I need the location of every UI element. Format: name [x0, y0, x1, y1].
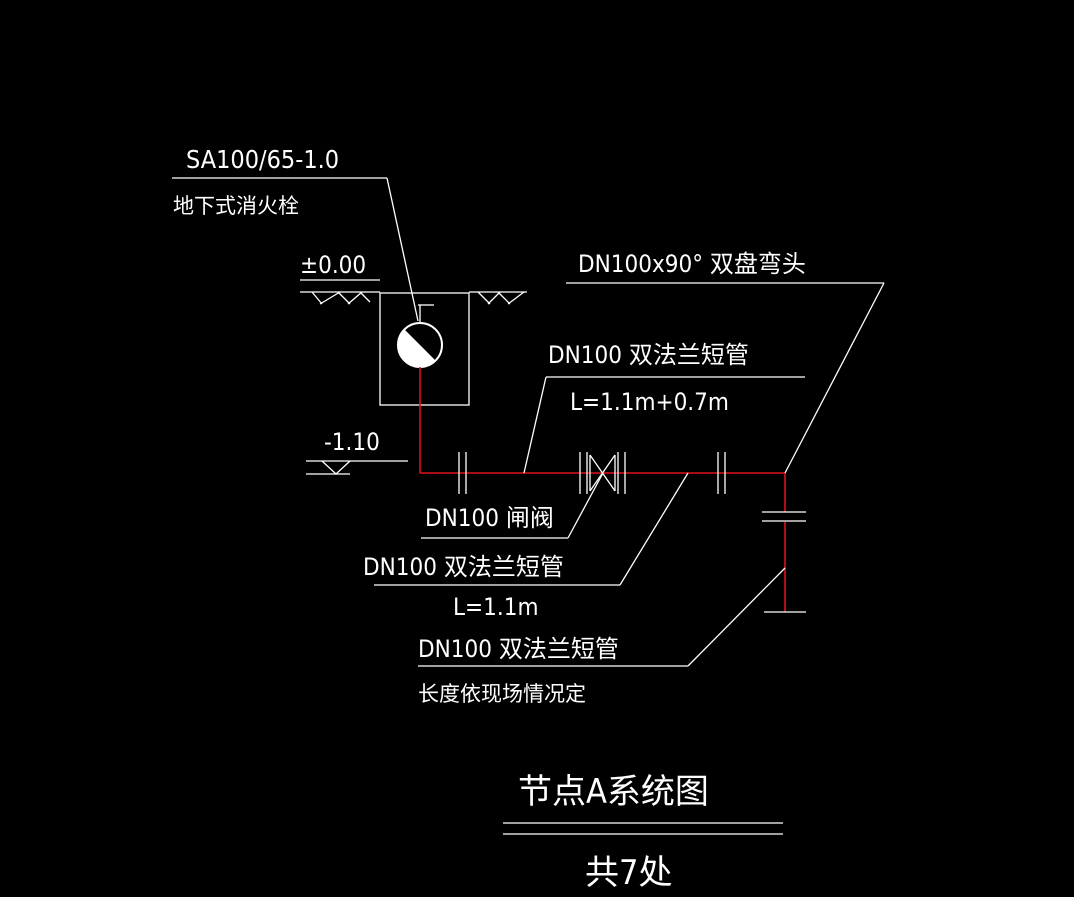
short-pipe-3-note: 长度依现场情况定 [418, 682, 586, 706]
hydrant-name-label: 地下式消火栓 [173, 194, 299, 218]
hydrant-pit [379, 292, 470, 406]
drawing-count: 共7处 [585, 853, 672, 893]
short-pipe-3-leader [687, 567, 786, 667]
short-pipe-3-label: DN100 双法兰短管 [418, 635, 619, 663]
short-pipe-1-label: DN100 双法兰短管 [548, 341, 749, 369]
short-pipe-2-length: L=1.1m [453, 593, 538, 621]
elbow-label: DN100x90° 双盘弯头 [578, 250, 806, 278]
hydrant-leader [386, 177, 419, 322]
ground-elevation-label: ±0.00 [300, 251, 366, 279]
gate-valve-leader [567, 472, 604, 539]
hydrant-symbol-fill [397, 329, 436, 368]
elbow-leader [784, 282, 885, 474]
ground-hatch-left [311, 291, 371, 305]
pipe-elevation-triangle [321, 460, 351, 475]
flange-vertical [762, 511, 806, 522]
hydrant-model-label: SA100/65-1.0 [186, 145, 339, 174]
pipe-elevation-label: -1.10 [324, 428, 380, 456]
ground-hatch-right [477, 291, 525, 305]
drawing-title: 节点A系统图 [518, 772, 709, 812]
short-pipe-1-length: L=1.1m+0.7m [570, 388, 729, 416]
flange-1 [458, 452, 467, 494]
short-pipe-2-label: DN100 双法兰短管 [363, 553, 564, 581]
short-pipe-2-leader [619, 472, 689, 586]
short-pipe-1-leader [523, 376, 547, 474]
gate-valve-label: DN100 闸阀 [425, 504, 554, 532]
flange-3 [717, 452, 726, 494]
